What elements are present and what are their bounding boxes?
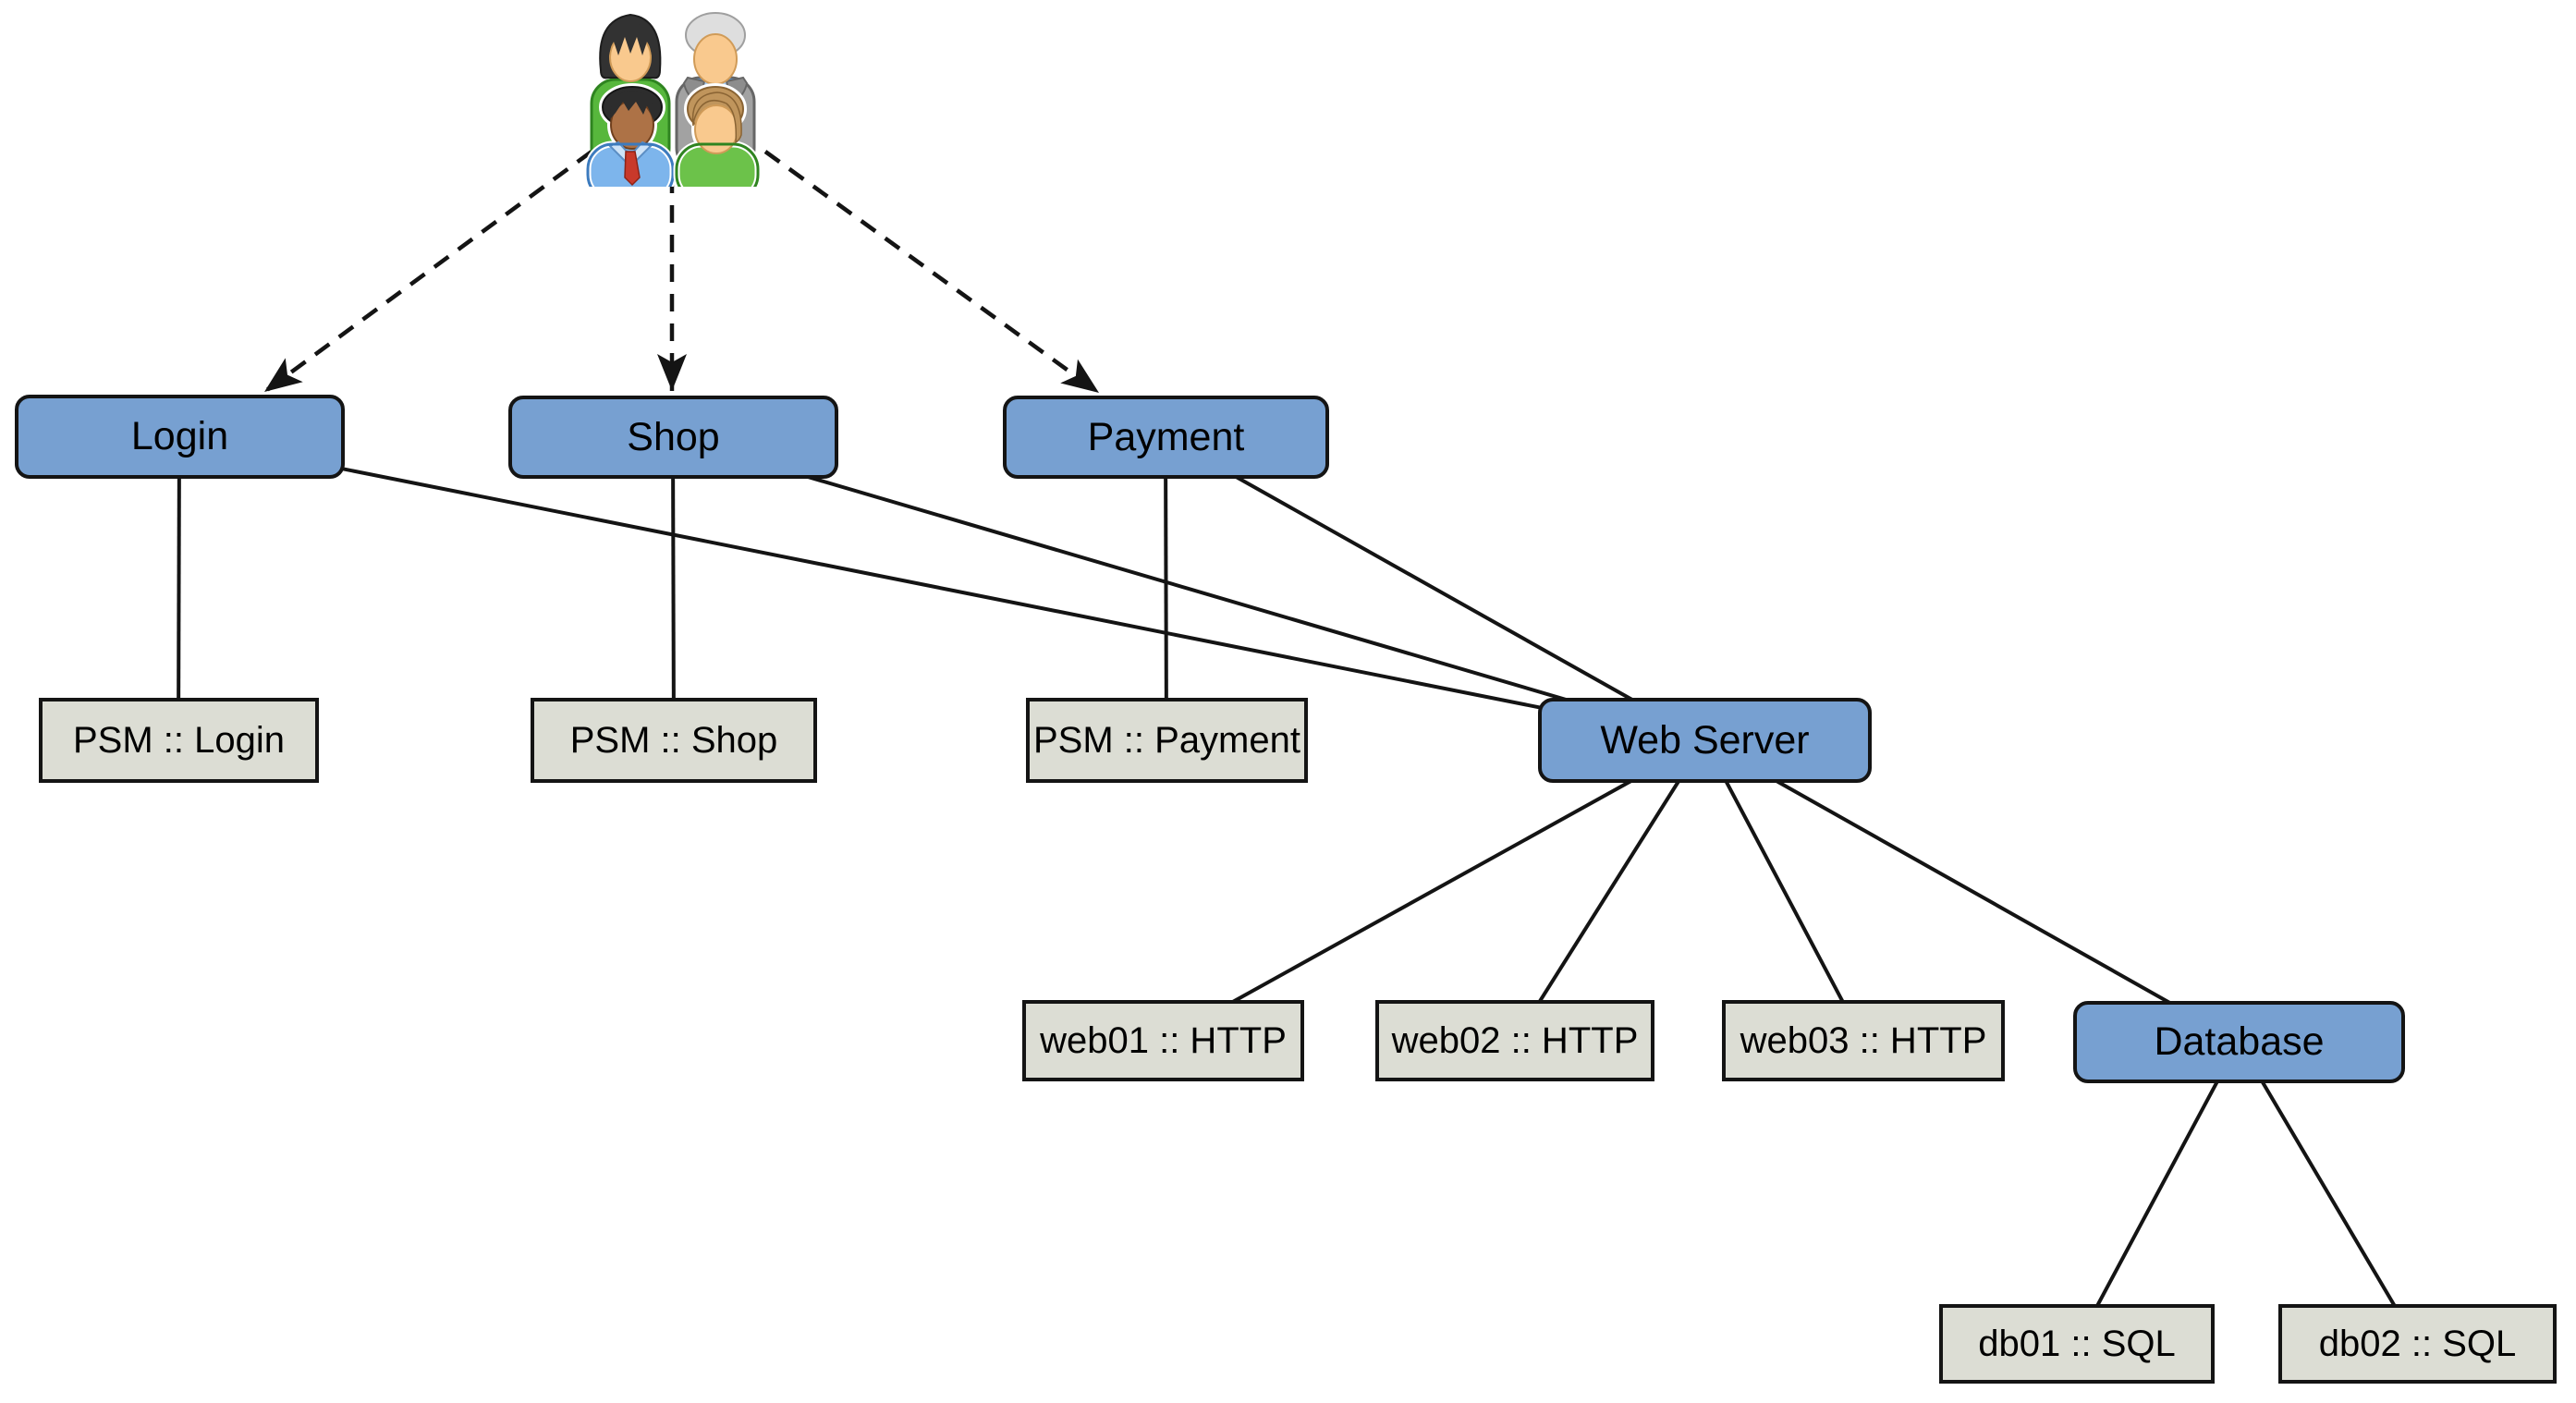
node-web02-label: web02 :: HTTP xyxy=(1391,1020,1639,1061)
node-psm-payment[interactable]: PSM :: Payment xyxy=(1026,698,1308,783)
edge-webserver-web02 xyxy=(1513,738,1706,1043)
node-db01-label: db01 :: SQL xyxy=(1978,1324,2176,1364)
node-database[interactable]: Database xyxy=(2073,1001,2405,1083)
node-payment-label: Payment xyxy=(1087,414,1245,459)
node-db02-label: db02 :: SQL xyxy=(2318,1324,2517,1364)
edge-webserver-database xyxy=(1703,738,2240,1043)
node-database-label: Database xyxy=(2154,1019,2325,1064)
node-db01[interactable]: db01 :: SQL xyxy=(1939,1304,2215,1384)
edge-login-psm-login xyxy=(177,436,181,741)
edge-payment-webserver xyxy=(1165,435,1705,742)
node-psm-shop-label: PSM :: Shop xyxy=(569,720,778,761)
person-front-man xyxy=(584,83,677,187)
users-group-icon xyxy=(584,12,762,187)
edge-database-db01 xyxy=(2075,1041,2240,1345)
node-db02[interactable]: db02 :: SQL xyxy=(2278,1304,2557,1384)
edge-users-payment-arrow xyxy=(763,150,1101,395)
node-web01[interactable]: web01 :: HTTP xyxy=(1022,1000,1304,1081)
node-web-server[interactable]: Web Server xyxy=(1538,698,1872,783)
node-web03-label: web03 :: HTTP xyxy=(1740,1020,1987,1061)
node-login[interactable]: Login xyxy=(15,395,345,479)
edge-database-db02 xyxy=(2237,1040,2419,1346)
edge-login-webserver xyxy=(178,434,1705,742)
node-shop[interactable]: Shop xyxy=(508,396,838,479)
node-psm-login-label: PSM :: Login xyxy=(72,720,285,761)
edge-users-login-arrow xyxy=(262,150,593,394)
edge-shop-psm-shop xyxy=(671,436,676,741)
edge-webserver-web03 xyxy=(1703,739,1865,1042)
node-shop-label: Shop xyxy=(627,414,720,459)
node-psm-payment-label: PSM :: Payment xyxy=(1033,720,1300,761)
node-web-server-label: Web Server xyxy=(1600,717,1810,762)
node-web03[interactable]: web03 :: HTTP xyxy=(1722,1000,2005,1081)
node-web02[interactable]: web02 :: HTTP xyxy=(1375,1000,1654,1081)
node-login-label: Login xyxy=(130,414,229,458)
person-front-younger xyxy=(673,83,762,187)
edge-shop-webserver xyxy=(672,435,1705,742)
node-web01-label: web01 :: HTTP xyxy=(1040,1020,1287,1061)
node-payment[interactable]: Payment xyxy=(1003,396,1329,479)
edge-webserver-web01 xyxy=(1162,738,1705,1043)
node-psm-login[interactable]: PSM :: Login xyxy=(39,698,319,783)
node-psm-shop[interactable]: PSM :: Shop xyxy=(531,698,817,783)
